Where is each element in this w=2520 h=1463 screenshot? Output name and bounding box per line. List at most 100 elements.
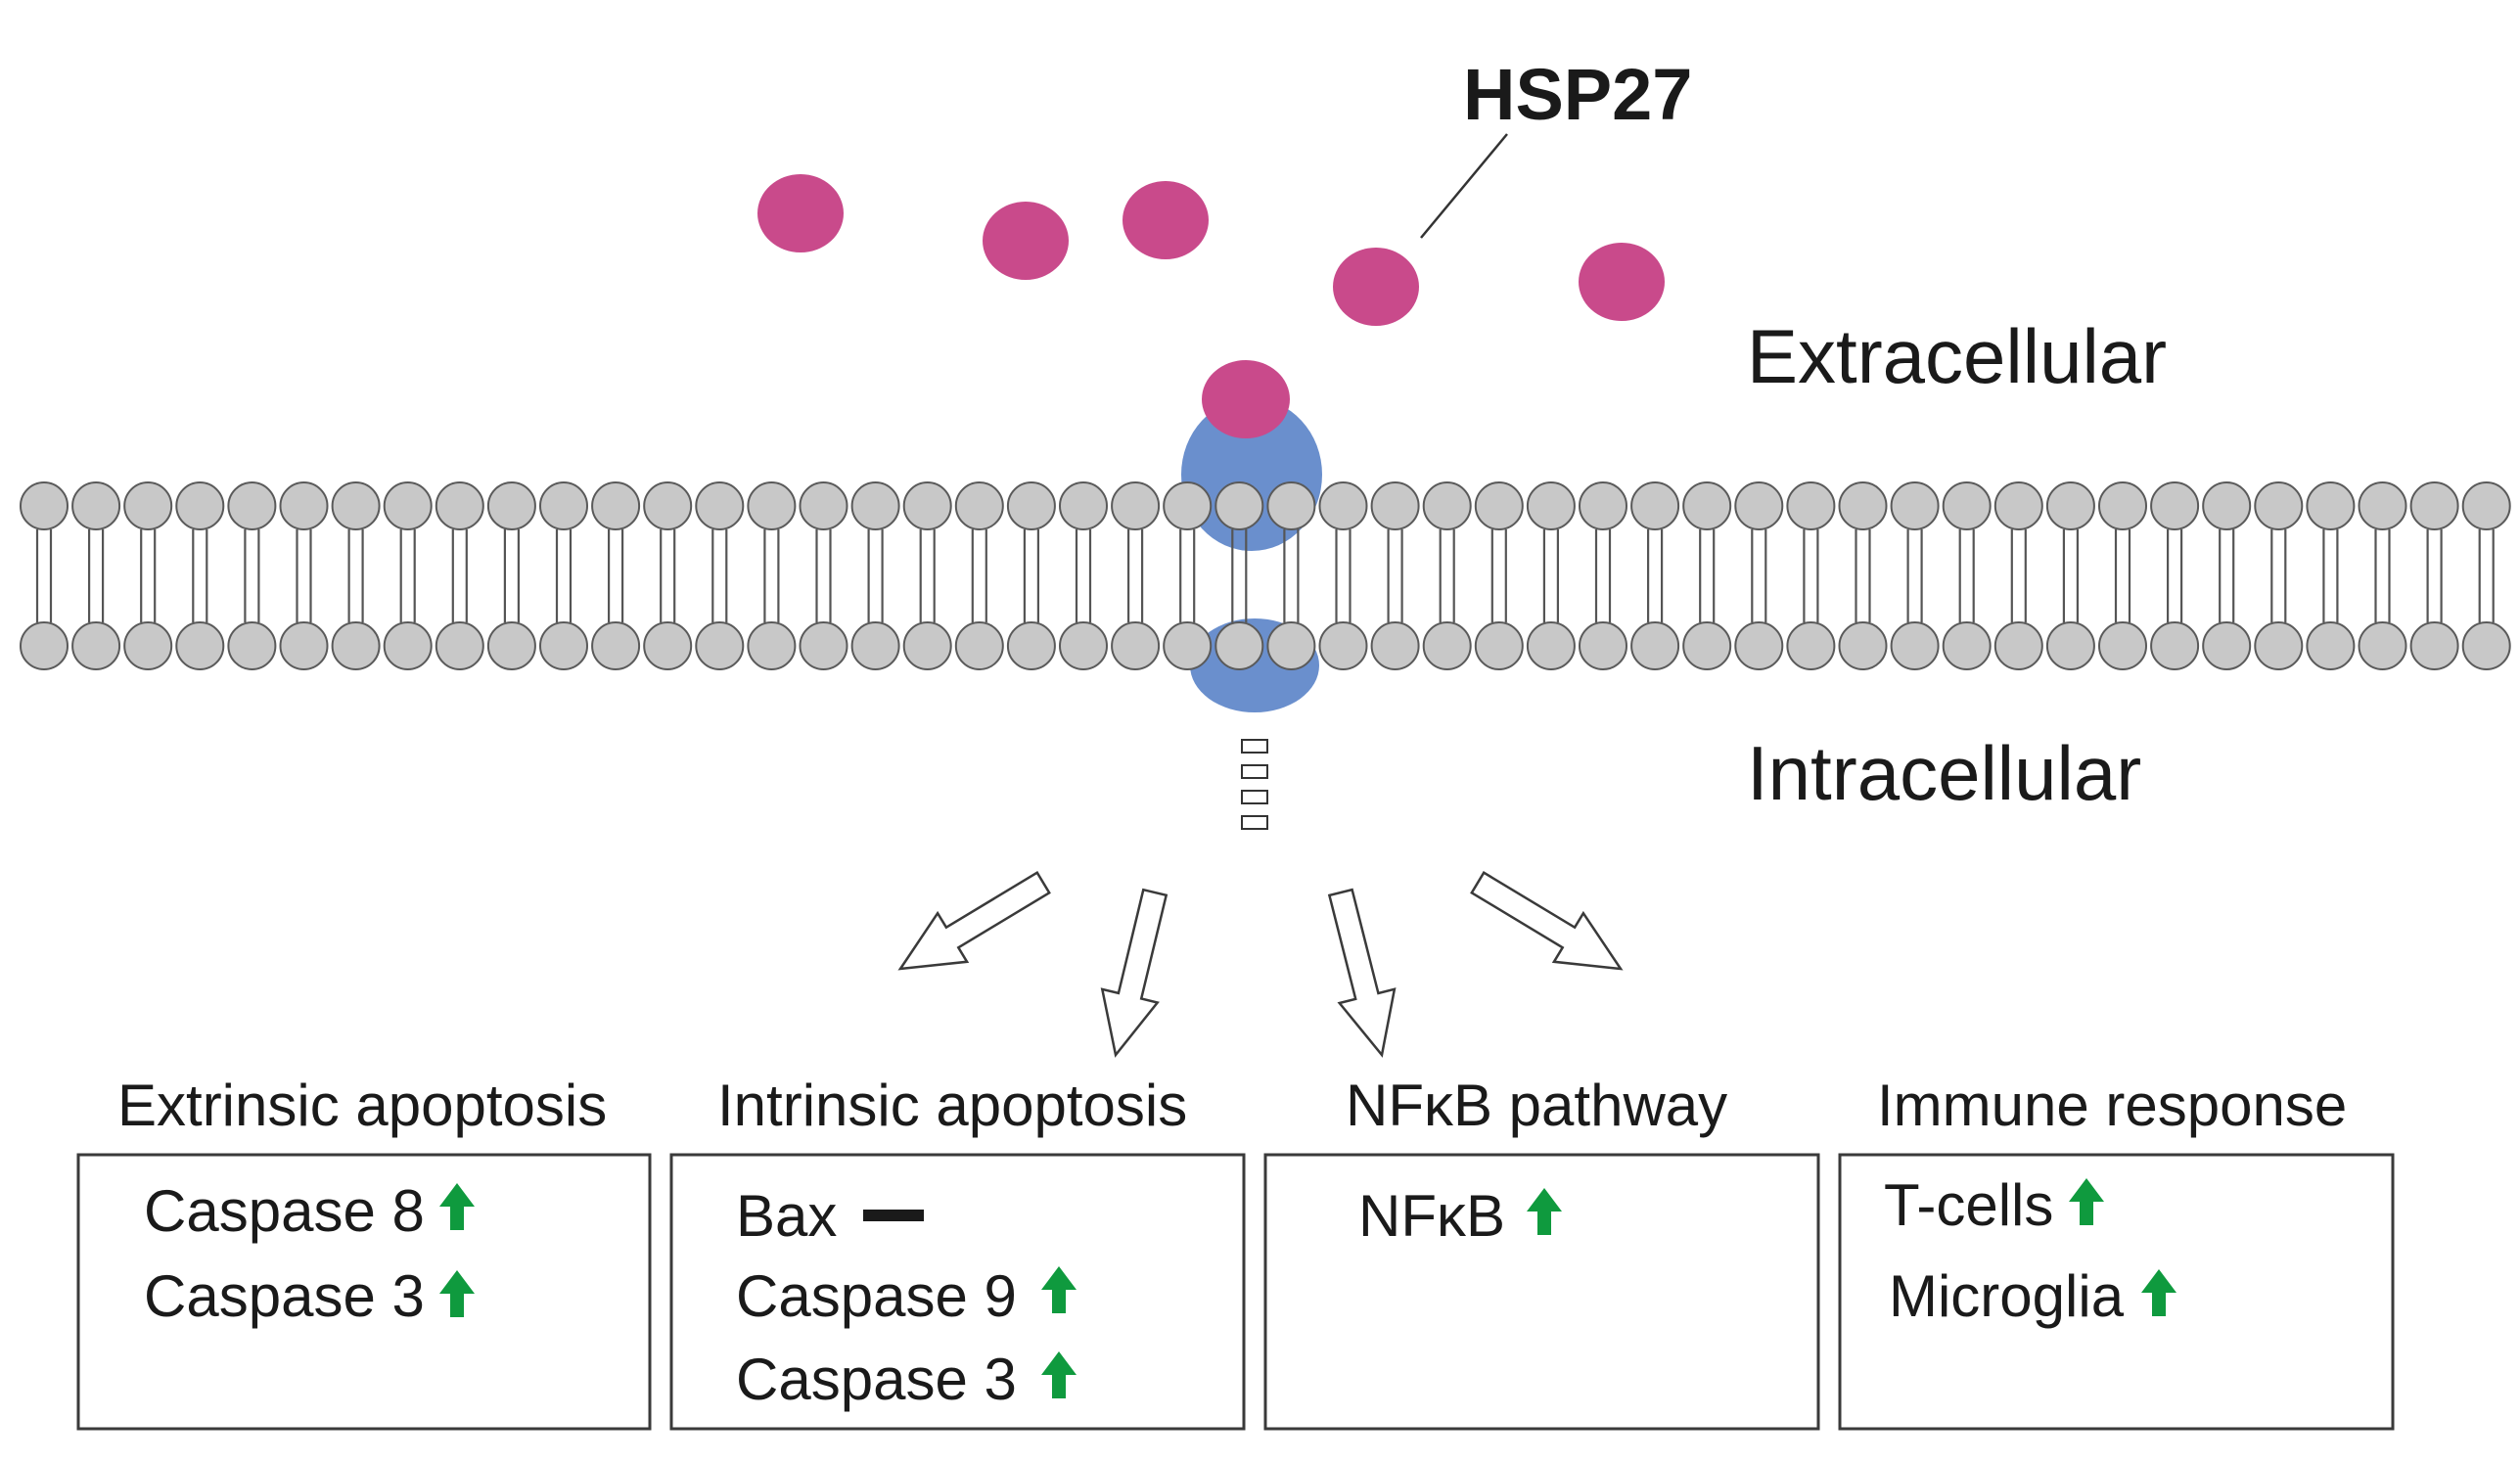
lipid-head [747, 481, 797, 530]
hsp27-label: HSP27 [1463, 54, 1692, 135]
lipid-head [383, 621, 433, 670]
lipid-head [2150, 621, 2200, 670]
lipid-head [2358, 481, 2407, 530]
lipid-head [539, 481, 588, 530]
lipid-head [1422, 481, 1472, 530]
lipid-head [383, 481, 433, 530]
up-arrow-icon [1527, 1188, 1562, 1235]
hsp27-molecule [1333, 248, 1419, 326]
item-label-caspase-9: Caspase 9 [736, 1263, 1017, 1329]
lipid-head [2461, 621, 2511, 670]
lipid-head [1993, 621, 2043, 670]
item-label-nfkb: NFκB [1358, 1183, 1505, 1249]
hsp27-molecules [757, 174, 1665, 326]
lipid-head [435, 621, 484, 670]
lipid-head [123, 621, 173, 670]
lipid-head [1682, 481, 1732, 530]
lipid-head [1059, 621, 1108, 670]
lipid-head [1318, 621, 1368, 670]
lipid-head [1163, 481, 1213, 530]
lipid-head [902, 481, 952, 530]
lipid-head [1059, 481, 1108, 530]
lipid-head [279, 481, 329, 530]
lipid-head [1786, 481, 1836, 530]
signal-dash [1241, 764, 1268, 779]
lipid-head [2306, 481, 2356, 530]
arrow-to-nfkb-icon [1327, 888, 1397, 1058]
lipid-head [2461, 481, 2511, 530]
signal-dash [1241, 739, 1268, 754]
lipid-head [1370, 621, 1420, 670]
lipid-head [123, 481, 173, 530]
lipid-head [1526, 621, 1576, 670]
lipid-head [1838, 481, 1888, 530]
lipid-head [2098, 481, 2147, 530]
lipid-head [2358, 621, 2407, 670]
lipid-head [175, 621, 225, 670]
lipid-head [1163, 621, 1213, 670]
signal-arrows [897, 870, 1624, 1058]
lipid-head [1370, 481, 1420, 530]
lipid-head [2306, 621, 2356, 670]
lipid-head [954, 481, 1004, 530]
lipid-head [1006, 481, 1056, 530]
item-label-bax: Bax [736, 1183, 837, 1249]
lipid-head [1579, 481, 1627, 530]
lipid-head [1214, 481, 1264, 530]
signal-dash [1241, 815, 1268, 830]
extracellular-label: Extracellular [1747, 313, 2167, 399]
lipid-head [71, 481, 121, 530]
item-label-caspase-3: Caspase 3 [736, 1347, 1017, 1412]
lipid-bilayer [20, 481, 2511, 670]
item-label-microglia: Microglia [1889, 1263, 2125, 1329]
lipid-head [1422, 621, 1472, 670]
pathway-title-extrinsic: Extrinsic apoptosis [117, 1073, 607, 1138]
lipid-head [1214, 621, 1264, 670]
lipid-head [2150, 481, 2200, 530]
bound-hsp27-molecule [1202, 360, 1290, 438]
lipid-head [850, 621, 900, 670]
lipid-head [175, 481, 225, 530]
lipid-head [1630, 481, 1680, 530]
lipid-head [20, 481, 69, 530]
item-label-caspase-8: Caspase 8 [144, 1178, 425, 1244]
lipid-head [227, 621, 277, 670]
lipid-head [1006, 621, 1056, 670]
signal-dash [1241, 790, 1268, 804]
lipid-head [1630, 621, 1680, 670]
lipid-head [1111, 621, 1161, 670]
lipid-head [643, 481, 693, 530]
lipid-head [1890, 621, 1940, 670]
pathway-title-nfkb: NFκB pathway [1346, 1073, 1727, 1138]
up-arrow-icon [439, 1183, 475, 1230]
up-arrow-icon [439, 1270, 475, 1317]
intracellular-label: Intracellular [1747, 730, 2141, 816]
lipid-head [279, 621, 329, 670]
pathway-box-immune [1838, 1153, 2395, 1431]
lipid-head [539, 621, 588, 670]
lipid-tails [35, 529, 2495, 622]
pathway-title-immune: Immune response [1877, 1073, 2347, 1138]
lipid-head [1474, 621, 1524, 670]
lipid-head [1786, 621, 1836, 670]
item-label-caspase-3: Caspase 3 [144, 1263, 425, 1329]
lipid-head [643, 621, 693, 670]
lipid-head [695, 481, 745, 530]
lipid-head [1890, 481, 1940, 530]
lipid-head [850, 481, 900, 530]
lipid-head [2202, 481, 2252, 530]
lipid-head [902, 621, 952, 670]
lipid-head [2202, 621, 2252, 670]
hsp27-leader-line [1420, 133, 1508, 239]
lipid-head [1266, 481, 1316, 530]
lipid-head [799, 621, 848, 670]
lipid-head [1266, 621, 1316, 670]
up-arrow-icon [2141, 1269, 2176, 1316]
lipid-head [1838, 621, 1888, 670]
lipid-head [2409, 621, 2459, 670]
pathway-title-intrinsic: Intrinsic apoptosis [717, 1073, 1187, 1138]
lipid-head [1682, 621, 1732, 670]
pathway-box-nfkb [1263, 1153, 1820, 1431]
lipid-head [486, 481, 536, 530]
